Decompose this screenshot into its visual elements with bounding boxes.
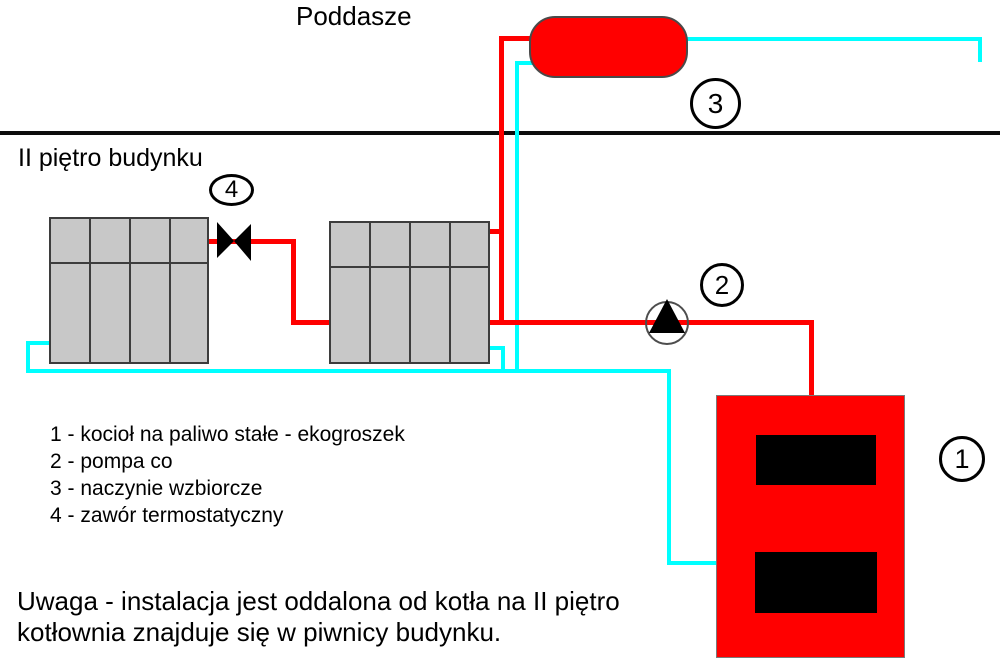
pipe-hot-boiler-drop xyxy=(809,322,814,398)
pipe-cold-bottom-horizontal xyxy=(26,369,671,373)
radiator-divider xyxy=(129,219,131,362)
radiator-divider xyxy=(89,219,91,362)
legend-item-tank: 3 - naczynie wzbiorcze xyxy=(50,477,263,500)
second-floor-label: II piętro budynku xyxy=(18,144,203,172)
marker-tank-number: 3 xyxy=(707,87,724,119)
legend-item-pump: 2 - pompa co xyxy=(50,450,173,473)
pipe-cold-riser xyxy=(515,61,519,373)
radiator-divider xyxy=(51,262,207,264)
pipe-cold-attic-stub xyxy=(978,37,982,62)
pipe-cold-attic-horizontal xyxy=(640,37,982,41)
radiator-divider xyxy=(169,219,171,362)
radiator-divider xyxy=(369,223,371,362)
pipe-hot-tank-link xyxy=(499,36,539,41)
thermostatic-valve-icon xyxy=(217,222,251,261)
radiator-divider xyxy=(409,223,411,362)
pipe-hot-interradiator-horizontal xyxy=(292,320,332,325)
marker-boiler-number: 1 xyxy=(954,443,970,474)
boiler-door-lower xyxy=(755,552,877,613)
pipe-hot-valve-horizontal xyxy=(208,239,296,244)
pipe-cold-radiator2-drop xyxy=(501,346,505,373)
pipe-hot-valve-drop xyxy=(291,240,296,325)
note-line-1: Uwaga - instalacja jest oddalona od kotł… xyxy=(17,586,620,616)
legend-item-valve: 4 - zawór termostatyczny xyxy=(50,504,284,527)
boiler-door-upper xyxy=(756,435,876,485)
radiator-right xyxy=(329,221,490,364)
pipe-hot-riser xyxy=(499,36,504,325)
note-line-2: kotłownia znajduje się w piwnicy budynku… xyxy=(17,617,502,647)
pipe-cold-tank-link xyxy=(516,61,542,65)
pump-triangle-icon xyxy=(649,299,685,333)
radiator-divider xyxy=(331,266,488,268)
expansion-tank xyxy=(529,16,688,78)
note: Uwaga - instalacja jest oddalona od kotł… xyxy=(17,586,620,648)
marker-valve: 4 xyxy=(209,174,254,206)
marker-pump-number: 2 xyxy=(714,269,730,300)
marker-tank: 3 xyxy=(690,78,741,129)
legend: 1 - kocioł na paliwo stałe - ekogroszek … xyxy=(50,421,405,529)
pipe-cold-return-vertical xyxy=(667,369,671,565)
marker-valve-number: 4 xyxy=(224,176,239,203)
pipe-cold-radiator1-drop xyxy=(26,341,30,373)
attic-label: Poddasze xyxy=(296,1,412,31)
pipe-cold-radiator1-link xyxy=(26,341,51,345)
pipe-cold-radiator2-link xyxy=(488,346,505,350)
marker-boiler: 1 xyxy=(939,436,985,482)
radiator-left xyxy=(49,217,209,364)
pipe-hot-radiator2-supply xyxy=(489,229,502,234)
pipe-cold-boiler-link xyxy=(667,561,716,565)
radiator-divider xyxy=(449,223,451,362)
legend-item-boiler: 1 - kocioł na paliwo stałe - ekogroszek xyxy=(50,423,405,446)
marker-pump: 2 xyxy=(700,263,744,307)
